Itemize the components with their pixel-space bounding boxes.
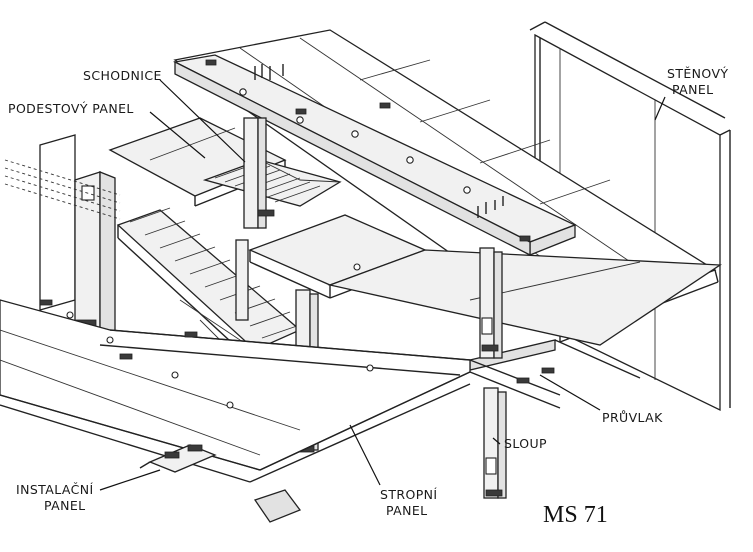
lower-deck [327, 249, 722, 346]
label-stenovy-line2: PANEL [672, 82, 714, 97]
label-sloup: SLOUP [504, 436, 547, 451]
label-stropni-line2: PANEL [386, 503, 428, 518]
left-column-side [99, 171, 116, 336]
sloup-lower [483, 387, 499, 499]
label-instalacni-line2: PANEL [44, 498, 86, 513]
upper-middle-column [243, 117, 259, 229]
caption-ms71: MS 71 [543, 502, 608, 528]
schodnice-leader [159, 79, 246, 163]
instalacni-leader [99, 469, 161, 491]
left-column [39, 134, 116, 339]
installation-panel [139, 444, 302, 523]
installation-lines [4, 159, 121, 220]
install-box-2 [253, 489, 302, 523]
pruvlak-leader [539, 374, 601, 411]
main-beam-lower [327, 249, 722, 409]
label-instalacni-line1: INSTALAČNÍ [16, 482, 94, 497]
stropni-leader [349, 424, 381, 486]
leaders [99, 79, 666, 491]
podestovy-leader [149, 111, 206, 159]
lower-floor-slab [0, 299, 471, 483]
label-podestovy-panel: PODESTOVÝ PANEL [8, 101, 134, 116]
inner-column [235, 239, 249, 321]
label-pruvlak: PRŮVLAK [602, 410, 663, 425]
sloup-column [479, 247, 507, 499]
label-stenovy-line1: STĚNOVÝ [667, 66, 728, 81]
sloup-upper [479, 247, 495, 359]
label-stropni-line1: STROPNÍ [380, 487, 437, 502]
stenovy-leader [654, 96, 666, 121]
label-schodnice: SCHODNICE [83, 68, 162, 83]
sloup-leader [492, 437, 501, 445]
install-box-1 [148, 444, 217, 473]
left-wall-panel [39, 134, 76, 311]
